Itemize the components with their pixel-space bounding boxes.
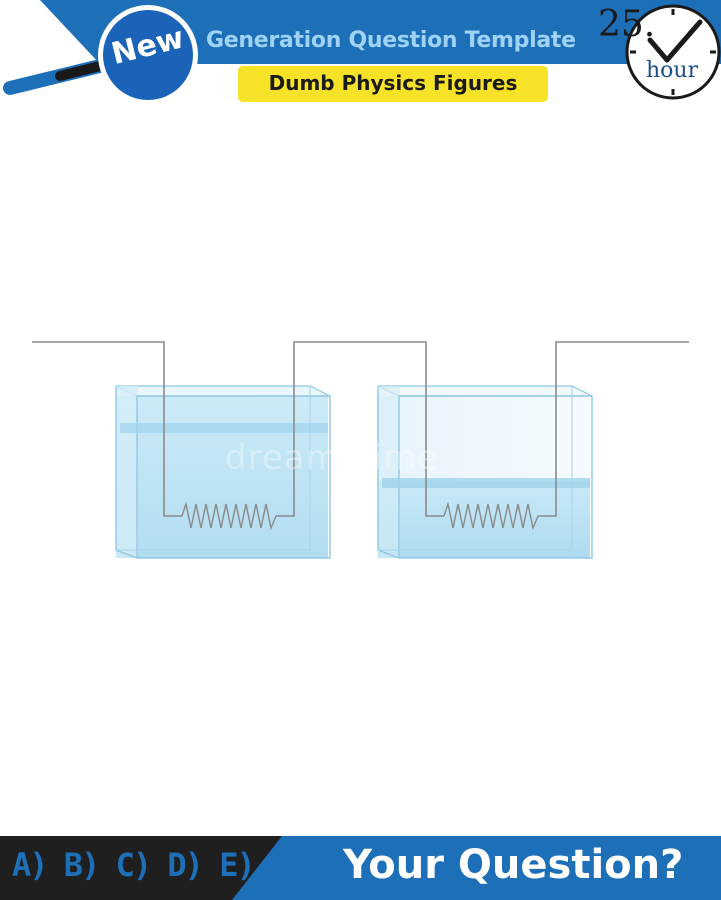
resistor-icon [181, 501, 277, 531]
magnifier-icon [3, 5, 198, 105]
resistor-icon [443, 501, 539, 531]
left-water-surface [120, 423, 328, 433]
physics-diagram [32, 341, 689, 559]
left-container [115, 385, 331, 559]
footer-graphics [0, 836, 721, 900]
clock-number: 25. [598, 4, 656, 45]
header-band: Generation Question Template [0, 0, 721, 105]
question-label: Your Question? [343, 842, 684, 888]
clock-unit: hour [646, 58, 699, 83]
watermark: dreamstime [225, 438, 440, 478]
footer-band: A) B) C) D) E) Your Question? [0, 836, 721, 900]
header-graphics [3, 0, 721, 105]
clock-icon [625, 4, 721, 100]
answer-options: A) B) C) D) E) [12, 846, 256, 884]
checkmark-icon [647, 19, 703, 63]
right-container [377, 385, 593, 559]
circuit-wire [32, 341, 689, 517]
subtitle-text: Dumb Physics Figures [268, 71, 518, 95]
header-band-shape [40, 0, 721, 64]
subtitle-badge: Dumb Physics Figures [238, 66, 548, 102]
page-title: Generation Question Template [206, 28, 576, 53]
right-water-surface [382, 478, 590, 488]
